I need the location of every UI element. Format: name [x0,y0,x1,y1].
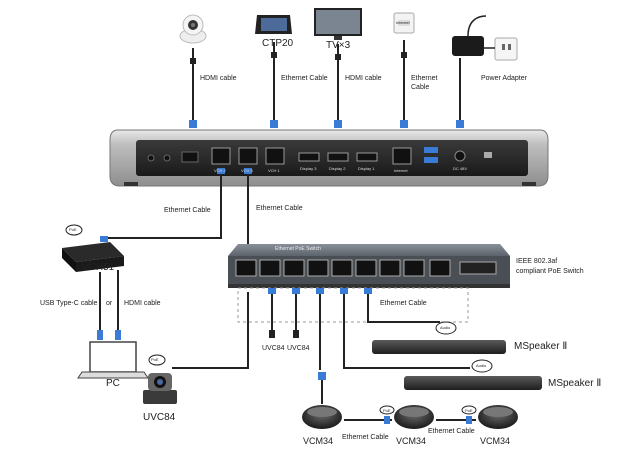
label-audio-2: Audio [476,363,487,368]
mspeaker-1-device [372,321,506,354]
label-audio-1: Audio [440,325,451,330]
poe-switch [228,244,510,288]
label-mspeaker-2: MSpeaker Ⅱ [548,378,602,389]
label-vcm34-1: VCM34 [303,436,334,446]
label-poe-vcm-1: PoE [383,408,391,413]
label-port-dc48v: DC 48V [453,166,468,171]
label-switch: Ethernet PoE Switch [275,246,321,252]
camera-device-top [179,14,207,44]
label-ctp20: CTP20 [262,38,294,49]
label-ethernet-4b: Cable [411,84,430,91]
internet-socket-device [393,12,415,34]
label-uvc84-b: UVC84 [287,345,310,352]
uvc84-left-device [143,354,177,404]
label-port-display1: Display 1 [358,166,375,171]
label-power-adapter: Power Adapter [481,75,527,82]
connector [217,168,225,174]
poe-badges [379,405,477,415]
label-mspeaker-1: MSpeaker Ⅱ [514,341,568,352]
label-ethernet-cable-mspeaker: Ethernet Cable [380,300,427,307]
label-ethernet-cable-switch: Ethernet Cable [256,205,303,212]
label-port-ethernet: Ethernet [181,166,197,171]
label-uvc84-a: UVC84 [262,345,285,352]
label-usb-typec-cable: USB Type-C cable [40,300,98,307]
label-poe-vcm-2: PoE [465,408,473,413]
label-port-display3: Display 3 [300,166,317,171]
label-port-line-out: Line out [161,166,176,171]
connector [115,330,121,340]
hub-down-cables [100,168,249,244]
label-tv: TV×3 [326,40,351,51]
label-ethernet-cable-vcm-2: Ethernet Cable [428,428,475,435]
label-switch-desc-2: compliant PoE Switch [516,268,584,275]
pc-laptop [77,341,149,379]
dashed-boundary [237,287,469,323]
vch51-pc-cables [99,270,119,340]
connector [97,330,103,340]
label-ethernet-cable-vcm-1: Ethernet Cable [342,434,389,441]
label-ethernet-4a: Ethernet [411,75,438,82]
label-pc: PC [106,378,120,389]
uvc84-cable-ends [269,330,299,338]
label-or: or [106,300,113,307]
label-internet-socket: Internet [396,20,410,25]
uvc84-left-cable [172,292,249,369]
label-vch51: VCH51 [82,262,115,273]
vcm34-3-device [478,405,518,429]
vcm34-link-connectors [384,416,472,424]
label-hdmi-cable-2: HDMI cable [345,75,382,82]
label-hdmi-cable-pc: HDMI cable [124,300,161,307]
label-port-internet: Internet [394,168,408,173]
label-port-vch3: VCH 3 [241,168,253,173]
label-uvc84-left: UVC84 [143,412,176,423]
label-ethernet-cable-ctp: Ethernet Cable [281,75,328,82]
vcm34-1-device [302,372,342,429]
vch51-device [62,224,124,272]
label-port-display2: Display 2 [329,166,346,171]
main-hub [109,129,549,187]
label-hdmi-cable-1: HDMI cable [200,75,237,82]
label-port-line-in: Line in [144,166,156,171]
label-poe-uvc84: PoE [151,357,159,362]
vcm34-2-device [394,405,434,429]
top-connectors [189,52,464,128]
switch-down-cables [271,288,470,370]
connector [244,168,252,174]
label-port-vch2: VCH 2 [214,168,226,173]
ctp20-device [255,15,292,34]
mspeaker-2-device [404,359,542,390]
label-switch-desc-1: IEEE 802.3af [516,258,558,265]
switch-connectors [268,288,372,294]
power-adapter-device [452,15,518,61]
label-ethernet-cable-vch51: Ethernet Cable [164,207,211,214]
label-port-vch1: VCH 1 [268,168,280,173]
label-vcm34-3: VCM34 [480,436,511,446]
label-poe-vch51: PoE [69,227,77,232]
tv-device [314,8,362,40]
label-vcm34-2: VCM34 [396,436,427,446]
